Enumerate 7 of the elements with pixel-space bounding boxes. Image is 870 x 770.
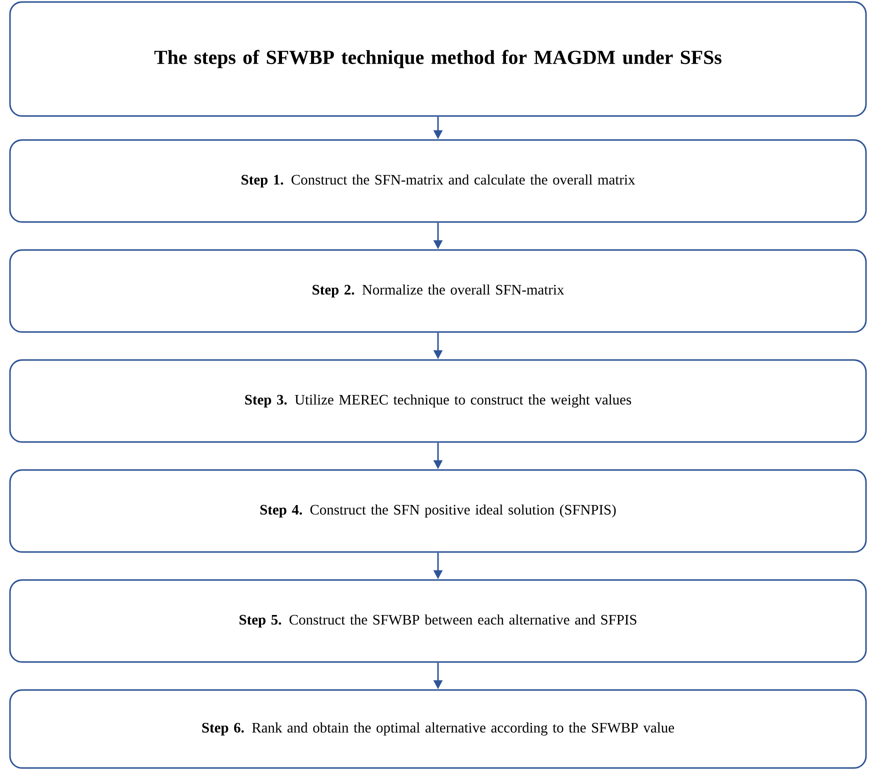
step-box: Step 4. Construct the SFN positive ideal solution (SFNPIS) [9, 469, 867, 553]
step-box: Step 6. Rank and obtain the optimal alternative according to the SFWBP value [9, 689, 867, 769]
step-box: Step 2. Normalize the overall SFN-matrix [9, 249, 867, 333]
step-box: Step 3. Utilize MEREC technique to construct the weight values [9, 359, 867, 443]
title-box: The steps of SFWBP technique method for MAGDM under SFSs [9, 1, 867, 117]
step-box: Step 5. Construct the SFWBP between each alternative and SFPIS [9, 579, 867, 663]
step-box: Step 1. Construct the SFN-matrix and calculate the overall matrix [9, 139, 867, 223]
